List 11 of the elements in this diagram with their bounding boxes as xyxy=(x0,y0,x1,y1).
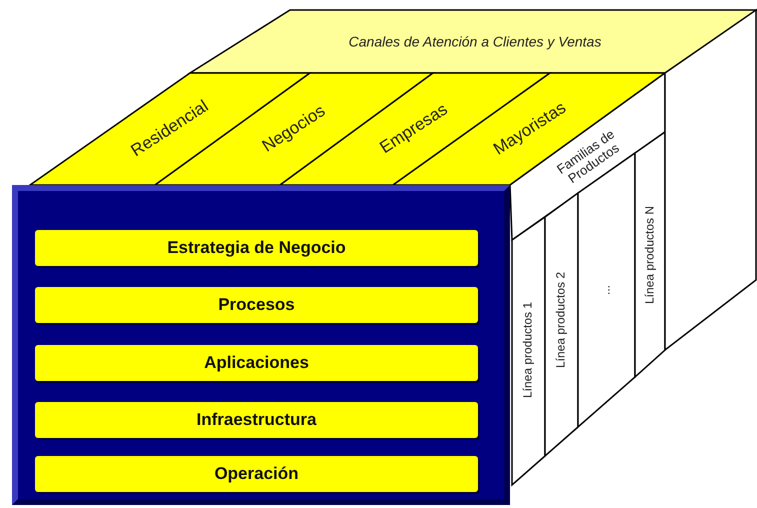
channels-title: Canales de Atención a Clientes y Ventas xyxy=(348,34,602,50)
product-line-label: Línea productos 1 xyxy=(521,302,535,398)
ellipsis-label: ... xyxy=(599,285,613,295)
layer-bar: Aplicaciones xyxy=(35,345,478,381)
product-line-label: Línea productos N xyxy=(643,206,657,304)
layer-bar: Procesos xyxy=(35,287,478,323)
layer-bar: Estrategia de Negocio xyxy=(35,230,478,266)
layer-bar: Operación xyxy=(35,456,478,492)
front-panel xyxy=(12,185,510,505)
product-line-label: Línea productos 2 xyxy=(554,272,568,368)
layer-bar: Infraestructura xyxy=(35,402,478,438)
